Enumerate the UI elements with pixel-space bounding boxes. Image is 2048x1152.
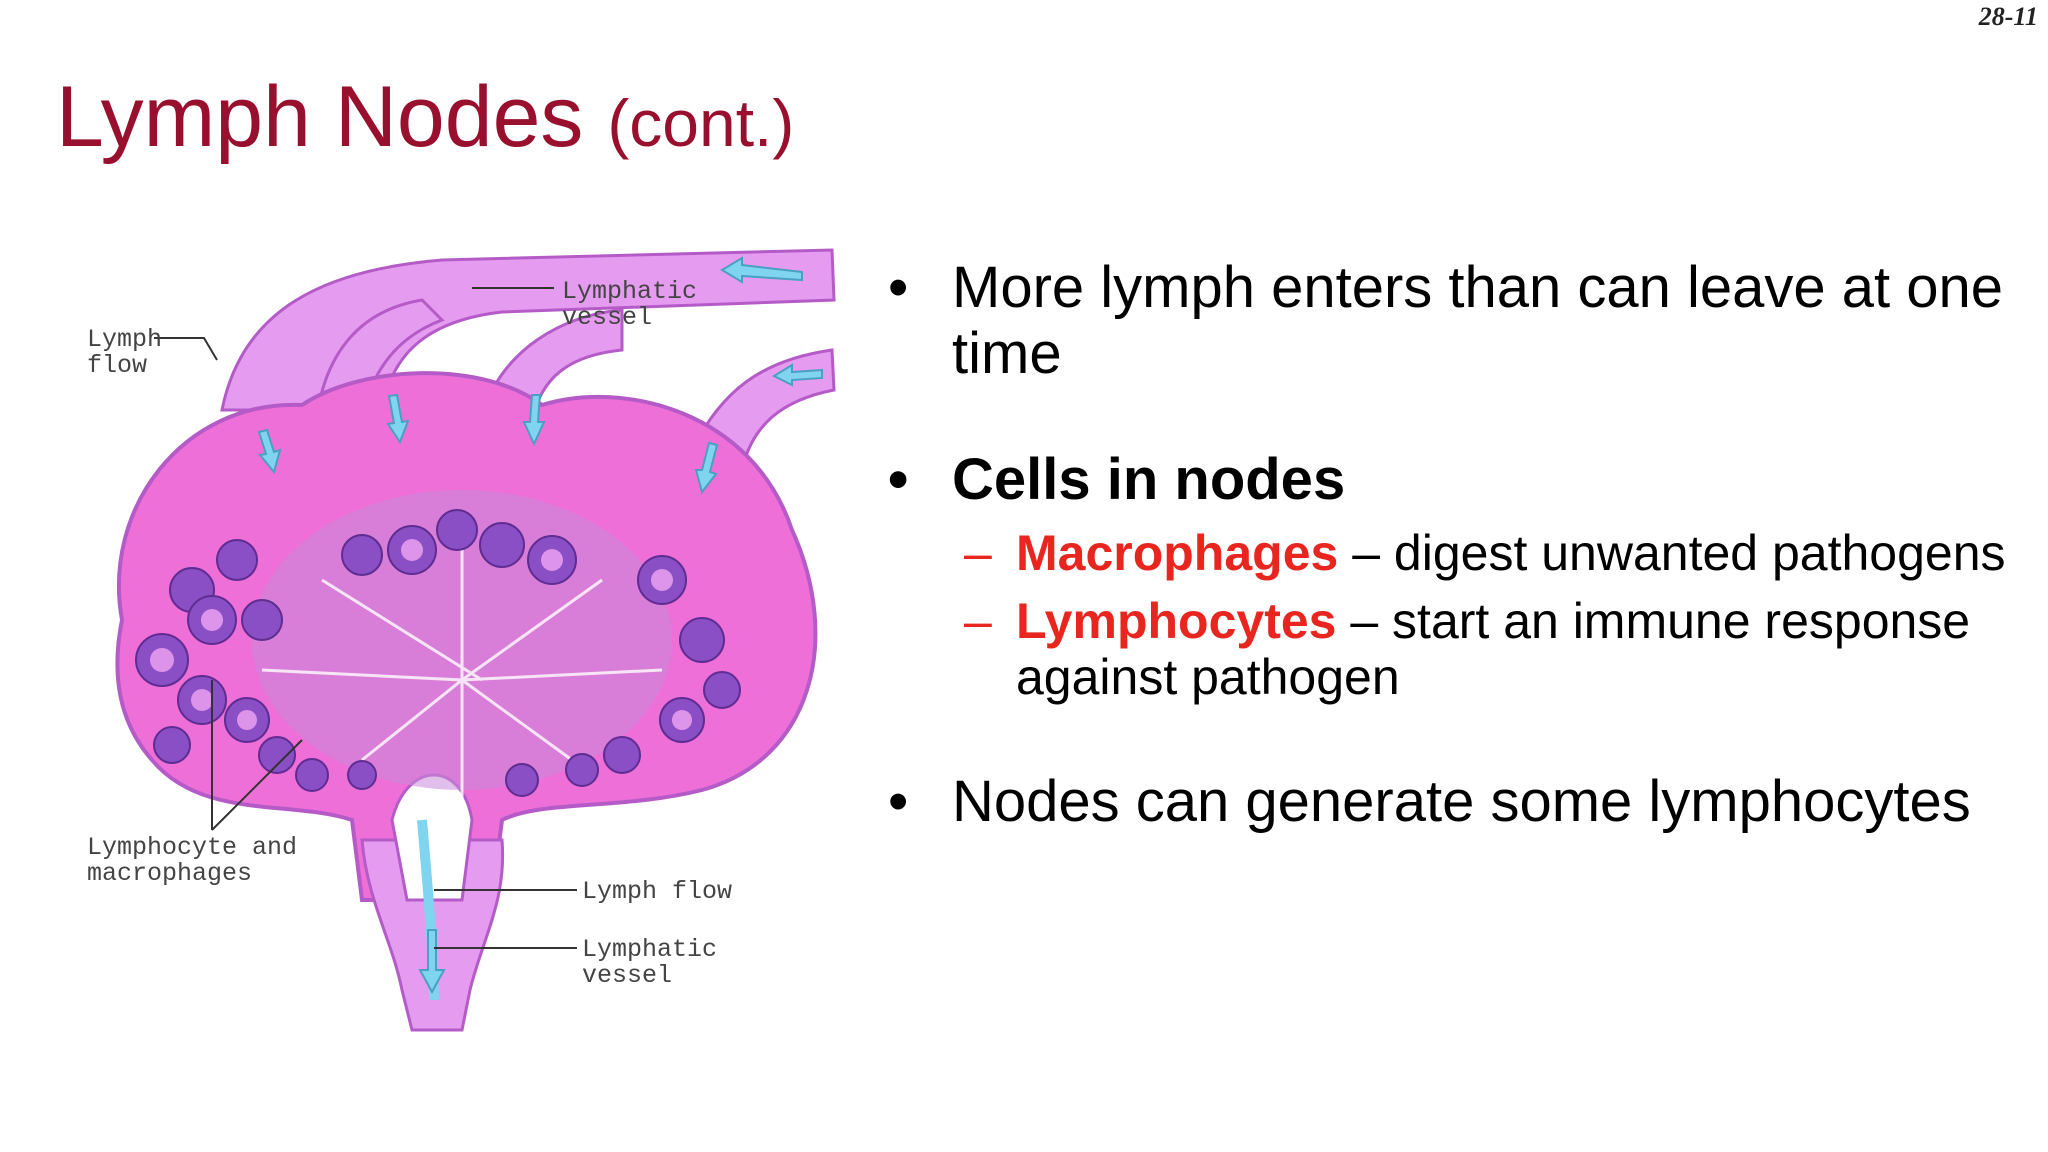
bullet-2-text: Cells in nodes (952, 447, 1346, 512)
lymph-node-diagram: Lymph flow Lymphatic vessel Lymphocyte a… (87, 248, 836, 1032)
flow-arrows (257, 256, 823, 995)
bullet-list: • More lymph enters than can leave at on… (880, 255, 2010, 835)
label-lymph-flow-top-2: flow (87, 351, 147, 380)
title-suffix: (cont.) (607, 86, 795, 160)
follicles (135, 509, 741, 797)
sub-bullet-lymphocytes: – Lymphocytes – start an immune response… (880, 593, 2010, 705)
label-lymph-flow-bottom: Lymph flow (582, 877, 732, 906)
bullet-3-text: Nodes can generate some lymphocytes (952, 769, 1971, 834)
bullet-dot: • (888, 255, 909, 320)
label-lymphocyte-1: Lymphocyte and (87, 833, 297, 862)
label-lymphatic-vessel-bottom-2: vessel (582, 961, 672, 990)
label-lymphatic-vessel-top-1: Lymphatic (562, 277, 697, 306)
desc-macrophages: – digest unwanted pathogens (1338, 525, 2006, 581)
bullet-3: • Nodes can generate some lymphocytes (880, 769, 2010, 835)
label-lymph-flow-top-1: Lymph (87, 325, 162, 354)
label-lymphatic-vessel-top-2: vessel (562, 303, 652, 332)
desc-lymphocytes: – start an immune response against patho… (1016, 593, 1971, 705)
label-lymphatic-vessel-bottom-1: Lymphatic (582, 935, 717, 964)
title-main: Lymph Nodes (56, 69, 584, 165)
slide-number: 28-11 (1978, 2, 2038, 31)
bullet-1: • More lymph enters than can leave at on… (880, 255, 2010, 387)
bullet-dot: • (888, 447, 909, 512)
bullet-dot: • (888, 769, 909, 834)
term-macrophages: Macrophages (1016, 525, 1339, 581)
page-title: Lymph Nodes (cont.) (56, 68, 794, 167)
label-lymphocyte-2: macrophages (87, 859, 252, 888)
sub-bullet-macrophages: – Macrophages – digest unwanted pathogen… (880, 525, 2010, 581)
bullet-1-text: More lymph enters than can leave at one … (952, 255, 2004, 386)
term-lymphocytes: Lymphocytes (1016, 593, 1337, 649)
leader-lines (154, 287, 577, 949)
sub-dash: – (964, 525, 992, 581)
sub-dash: – (964, 593, 992, 649)
bullet-2: • Cells in nodes (880, 447, 2010, 513)
